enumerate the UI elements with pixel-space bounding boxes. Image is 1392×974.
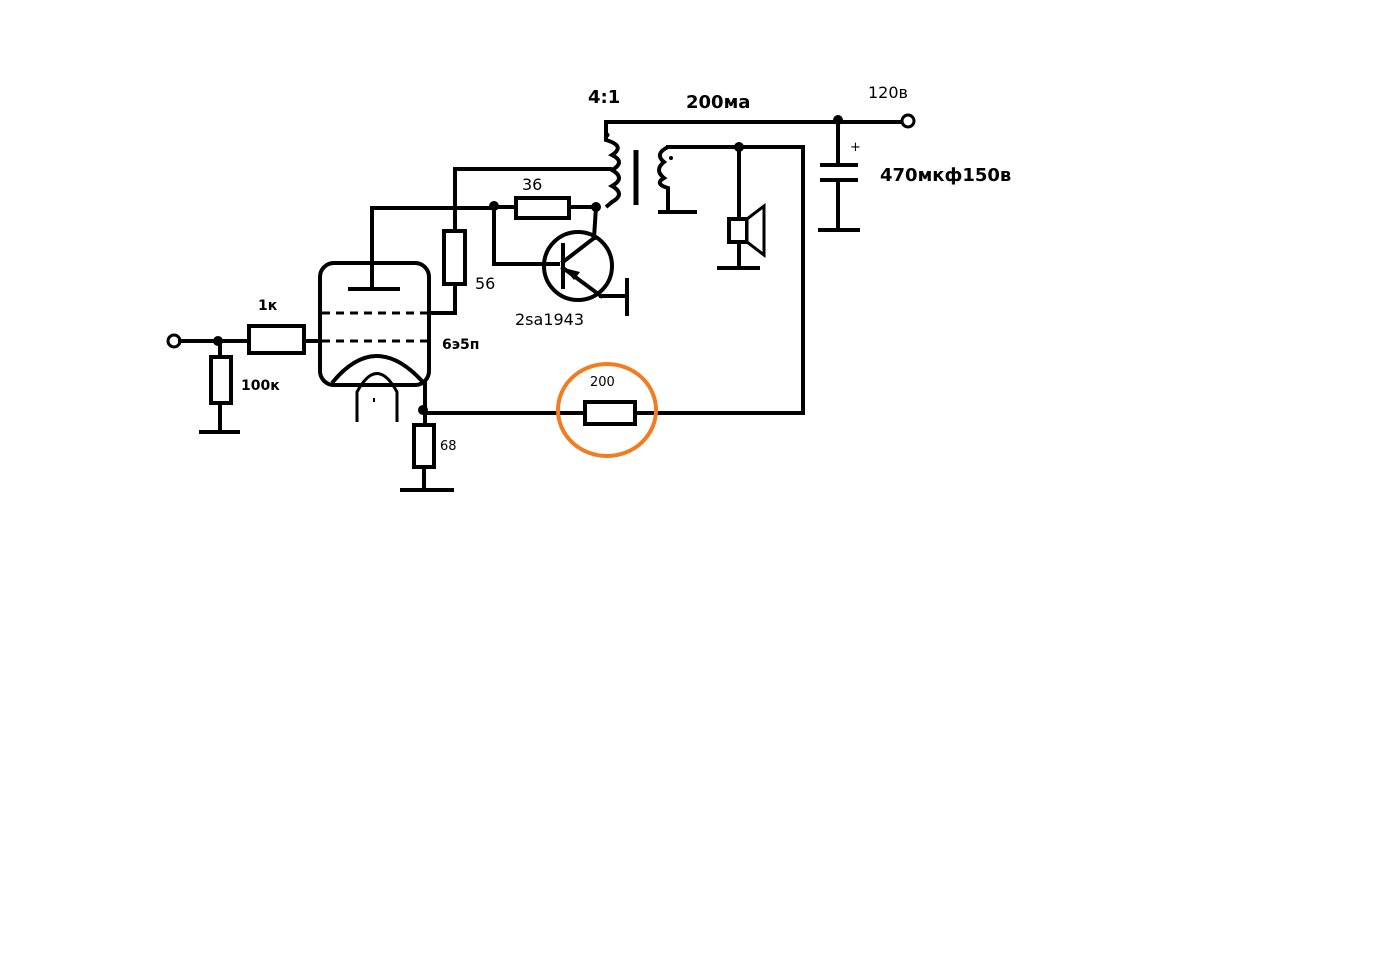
feedback-resistor: [583, 400, 637, 426]
vacuum-tube: [318, 206, 431, 422]
input-resistor-label: 1к: [258, 298, 278, 314]
grid-leak-label: 100к: [241, 378, 280, 394]
transistor-label: 2sa1943: [515, 310, 584, 329]
capacitor: [820, 163, 858, 182]
secondary-output-wire: [666, 145, 805, 415]
screen-resistor-label: 56: [475, 274, 495, 293]
capacitor-label: 470мкф150в: [880, 165, 1011, 186]
cathode-resistor: [412, 423, 436, 469]
input-resistor: [247, 324, 306, 355]
transistor: [542, 204, 629, 316]
base-wire: [492, 205, 560, 266]
tube-label: 6э5п: [442, 337, 479, 353]
current-label: 200ма: [686, 92, 750, 113]
highlight-circle: [556, 362, 658, 458]
screen-grid-resistor: [442, 229, 467, 286]
base-resistor: [514, 196, 571, 220]
output-transformer: [604, 122, 697, 214]
capacitor-polarity-label: +: [850, 140, 861, 155]
speaker: [727, 202, 766, 259]
transformer-ratio-label: 4:1: [588, 87, 620, 108]
screen-supply-wire: [453, 167, 612, 233]
supply-voltage-label: 120в: [868, 83, 908, 102]
grid-leak-resistor: [209, 355, 233, 405]
cathode-resistor-label: 68: [440, 439, 457, 454]
supply-terminal: [900, 113, 916, 129]
base-resistor-label: 36: [522, 175, 542, 194]
feedback-resistor-label: 200: [590, 375, 615, 390]
